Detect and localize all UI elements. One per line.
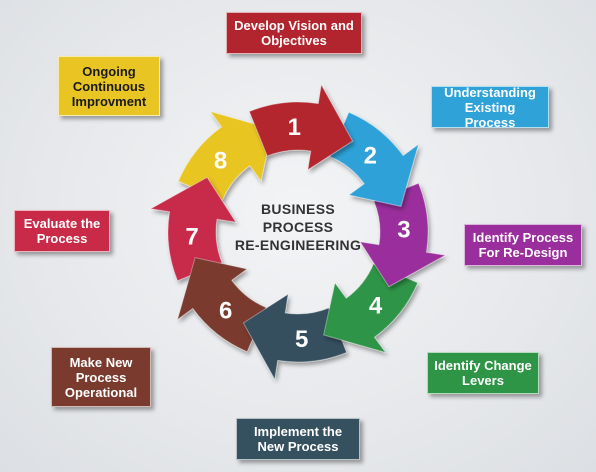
step-5-arrow xyxy=(242,293,348,381)
step-8-number: 8 xyxy=(214,148,227,175)
center-title: BUSINESS PROCESS RE-ENGINEERING xyxy=(218,200,378,254)
step-6-number: 6 xyxy=(219,298,232,325)
step-7-box: Evaluate the Process xyxy=(14,210,110,252)
step-8-arrow xyxy=(177,110,273,201)
step-7-number: 7 xyxy=(185,224,198,251)
center-title-line-1: BUSINESS xyxy=(261,201,335,217)
step-1-box: Develop Vision and Objectives xyxy=(226,12,362,54)
step-4-arrow xyxy=(323,263,419,354)
step-5-box: Implement the New Process xyxy=(236,418,360,460)
step-4-box: Identify Change Levers xyxy=(427,352,539,394)
step-3-number: 3 xyxy=(397,216,410,243)
step-2-box: Understanding Existing Process xyxy=(431,85,549,130)
step-7-arrow xyxy=(149,176,237,282)
step-3-box: Identify Process For Re-Design xyxy=(464,224,582,266)
step-6-arrow xyxy=(176,257,267,353)
step-2-number: 2 xyxy=(364,143,377,170)
step-5-number: 5 xyxy=(295,326,308,353)
step-8-box: Ongoing Continuous Improvment xyxy=(58,56,160,116)
step-2-arrow xyxy=(329,111,420,207)
center-title-line-3: RE-ENGINEERING xyxy=(234,237,362,253)
step-1-number: 1 xyxy=(288,114,301,141)
step-1-arrow xyxy=(248,83,354,171)
center-title-line-2: PROCESS xyxy=(262,219,334,235)
step-6-box: Make New Process Operational xyxy=(51,347,151,407)
step-4-number: 4 xyxy=(369,292,383,319)
step-3-arrow xyxy=(359,182,447,288)
